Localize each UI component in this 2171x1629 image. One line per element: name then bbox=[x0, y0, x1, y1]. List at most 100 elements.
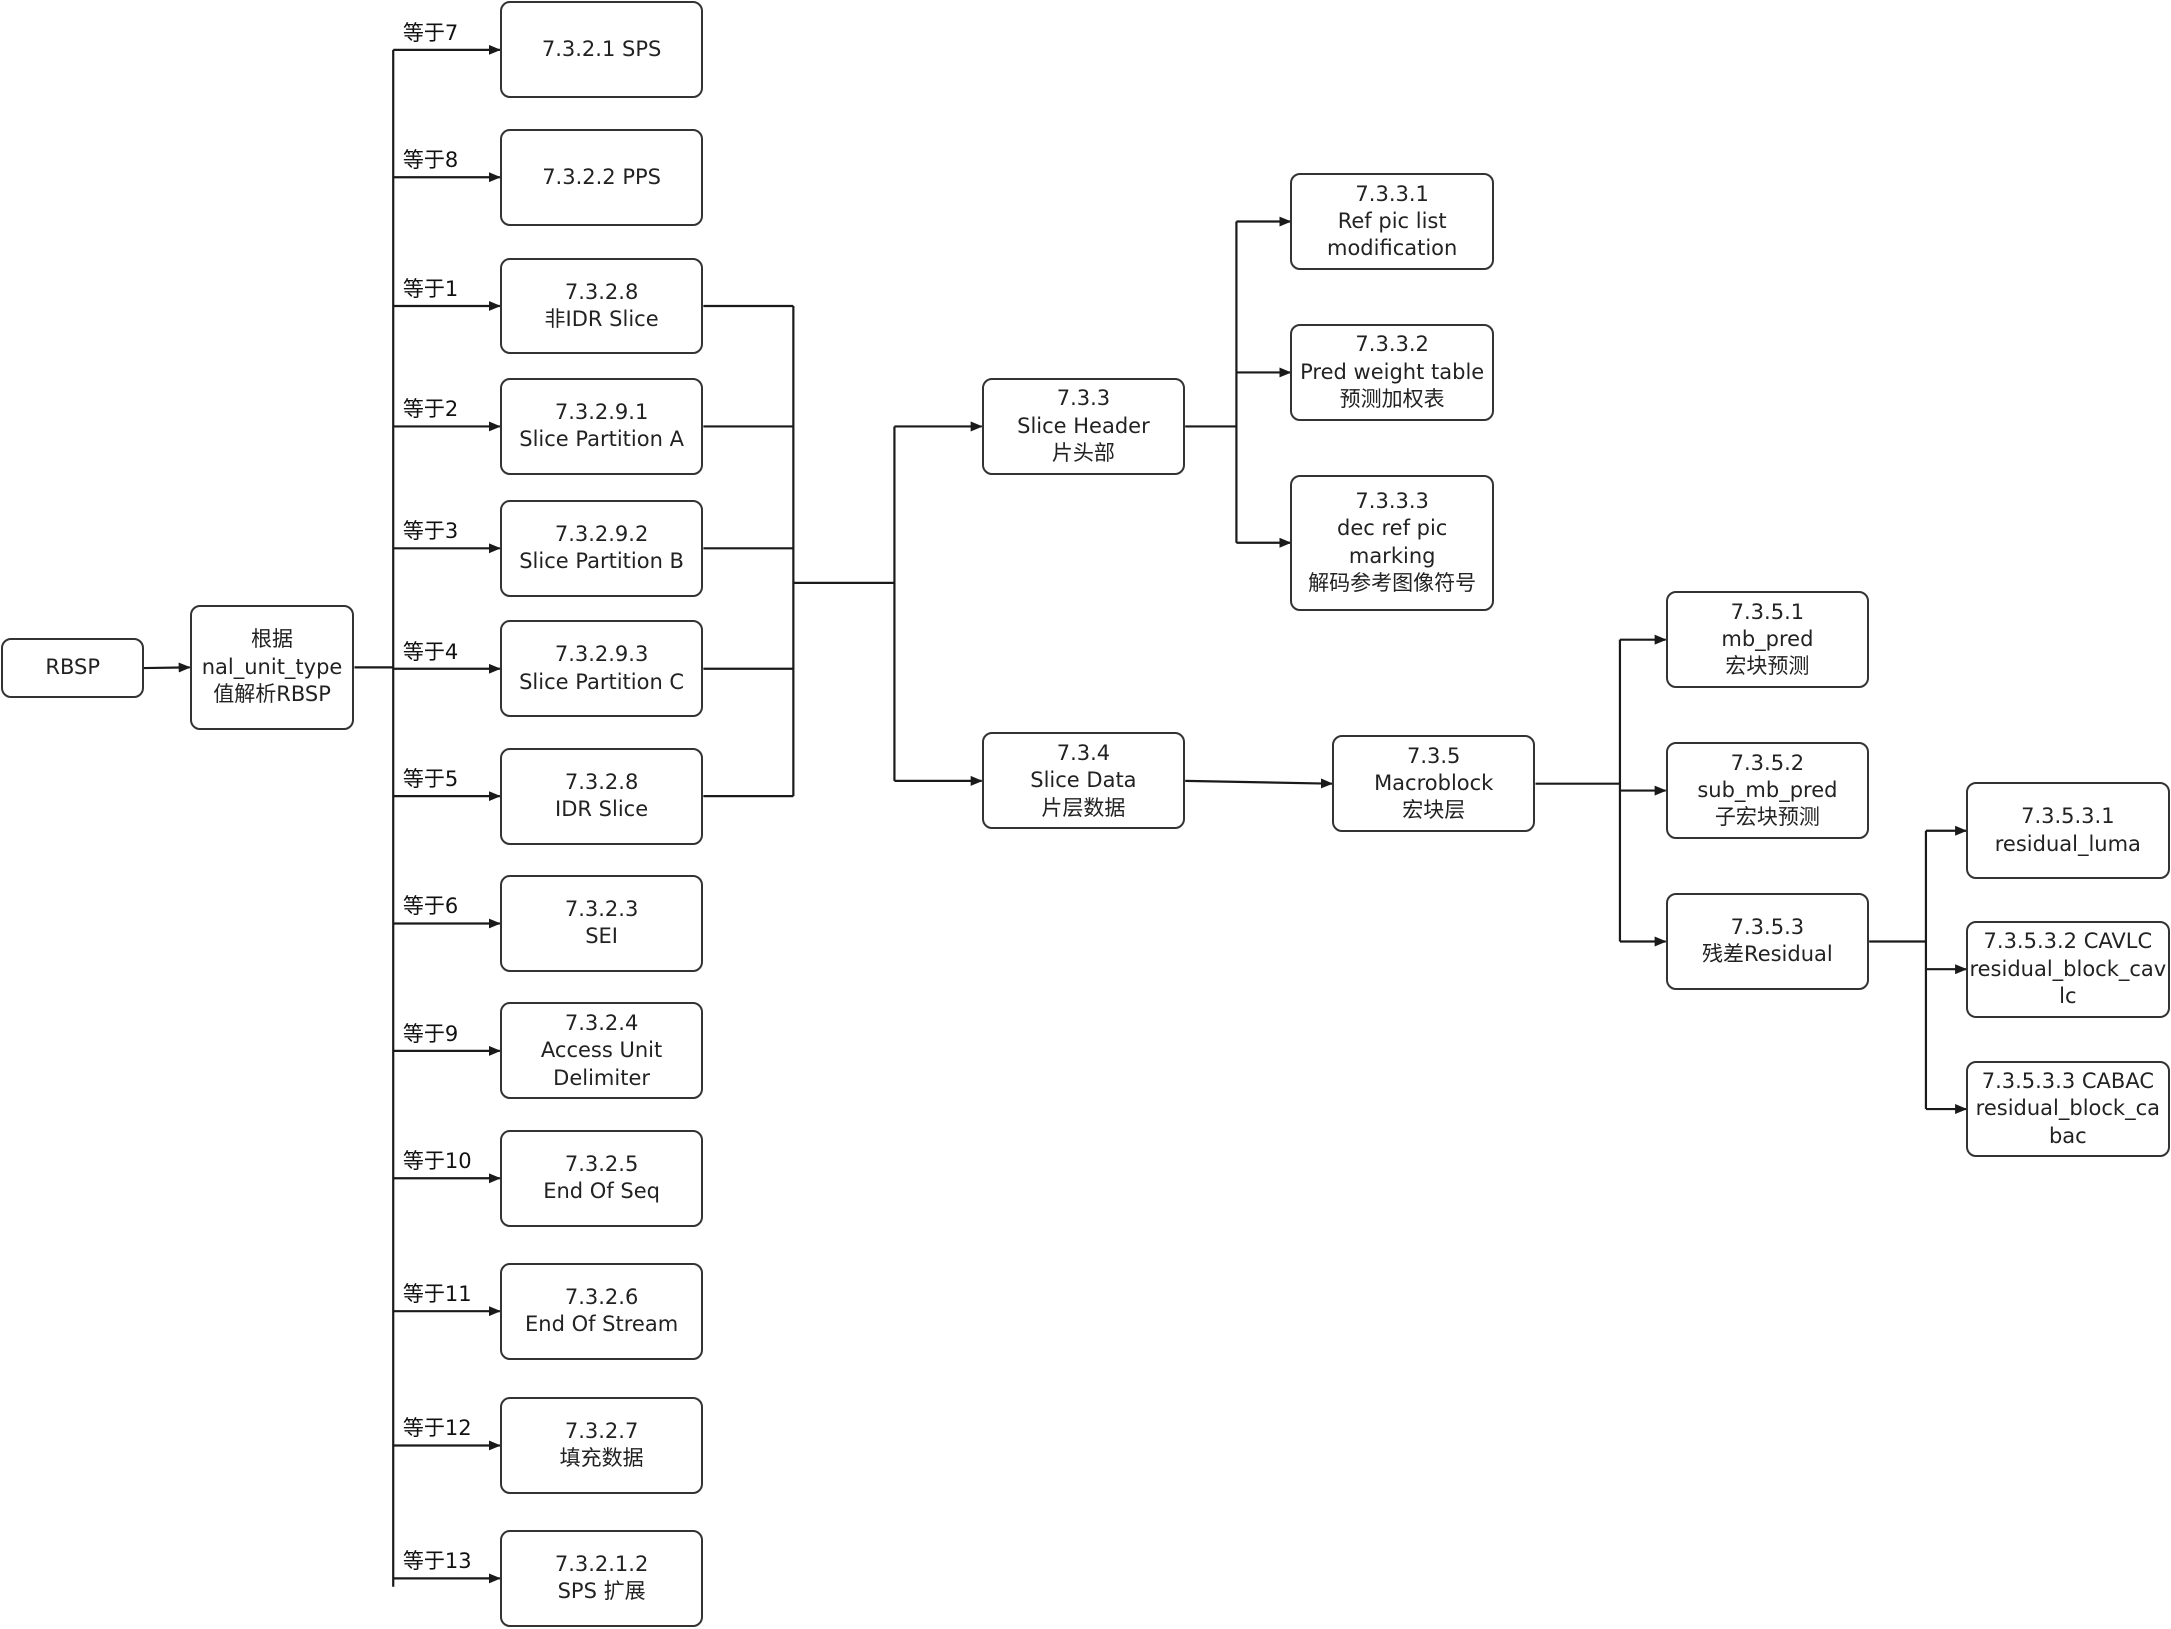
edge-label-slice-partition-b: 等于3 bbox=[402, 519, 459, 544]
edge-label-slice-partition-a: 等于2 bbox=[402, 397, 459, 422]
node-text-line: 7.3.5.2 bbox=[1730, 750, 1805, 775]
node-text-line: 7.3.2.9.3 bbox=[554, 642, 649, 667]
node-text-line: 宏块预测 bbox=[1725, 654, 1810, 679]
node-text-line: 7.3.3.2 bbox=[1355, 332, 1429, 357]
node-text-line: 解码参考图像符号 bbox=[1308, 571, 1477, 596]
node-text-line: 7.3.2.9.1 bbox=[554, 400, 649, 425]
node-text-line: lc bbox=[2059, 983, 2077, 1008]
edge-label-idr-slice: 等于5 bbox=[402, 766, 459, 791]
node-text-line: 7.3.3.3 bbox=[1355, 489, 1429, 514]
edge-label-sei: 等于6 bbox=[402, 894, 459, 919]
node-text-line: 预测加权表 bbox=[1339, 387, 1445, 412]
edge-label-non-idr-slice: 等于1 bbox=[402, 276, 459, 301]
edge-label-slice-partition-c: 等于4 bbox=[402, 639, 459, 664]
node-text-line: 7.3.5.3.2 CAVLC bbox=[1983, 929, 2153, 954]
node-text-line: End Of Seq bbox=[543, 1179, 660, 1204]
node-text-line: RBSP bbox=[45, 655, 100, 680]
edge-to-macroblock bbox=[1185, 778, 1333, 789]
node-text-line: SPS 扩展 bbox=[557, 1579, 646, 1604]
node-text-line: 7.3.2.7 bbox=[564, 1419, 639, 1444]
node-text-line: 7.3.5.3.1 bbox=[2021, 804, 2115, 829]
node-text-line: mb_pred bbox=[1721, 627, 1814, 651]
edge-label-filler-data: 等于12 bbox=[402, 1416, 472, 1441]
node-text-line: 7.3.5 bbox=[1406, 743, 1461, 768]
node-text-line: 7.3.2.1.2 bbox=[554, 1552, 649, 1577]
node-text-line: Slice Header bbox=[1017, 413, 1150, 438]
node-pps: 7.3.2.2 PPS bbox=[499, 128, 704, 226]
node-text-line: Slice Data bbox=[1030, 768, 1137, 793]
node-rbsp: RBSP bbox=[1, 638, 144, 698]
node-text-line: sub_mb_pred bbox=[1697, 777, 1838, 802]
node-text-line: Pred weight table bbox=[1300, 359, 1485, 384]
node-text-line: 7.3.2.1 SPS bbox=[541, 37, 662, 62]
node-text-line: 7.3.5.3.3 CABAC bbox=[1981, 1069, 2154, 1094]
node-text-line: 填充数据 bbox=[559, 1446, 644, 1471]
edge-label-access-unit-delimiter: 等于9 bbox=[402, 1021, 459, 1046]
node-text-line: Ref pic list bbox=[1337, 208, 1447, 233]
node-text-line: 7.3.2.5 bbox=[564, 1151, 639, 1176]
node-text-line: 7.3.5.3 bbox=[1730, 915, 1805, 940]
node-text-line: 7.3.2.9.2 bbox=[554, 521, 649, 546]
node-text-line: Macroblock bbox=[1374, 771, 1494, 795]
node-text-line: 7.3.4 bbox=[1056, 740, 1111, 765]
node-text-line: 7.3.2.3 bbox=[564, 897, 639, 922]
node-text-line: bac bbox=[2048, 1123, 2087, 1148]
edge-label-end-of-stream: 等于11 bbox=[402, 1281, 472, 1306]
node-text-line: Slice Partition A bbox=[519, 427, 684, 452]
edge-rbsp-dispatch bbox=[143, 662, 191, 673]
node-text-line: marking bbox=[1348, 543, 1436, 568]
node-text-line: SEI bbox=[585, 924, 618, 949]
edge-label-sps: 等于7 bbox=[402, 20, 459, 45]
node-text-line: modification bbox=[1327, 236, 1458, 261]
node-text-line: Delimiter bbox=[553, 1065, 651, 1090]
edge-label-sps-extension: 等于13 bbox=[402, 1549, 472, 1574]
node-text-line: 7.3.2.8 bbox=[564, 279, 639, 304]
node-text-line: 子宏块预测 bbox=[1714, 805, 1820, 830]
node-text-line: 7.3.5.1 bbox=[1730, 599, 1805, 624]
node-text-line: dec ref pic bbox=[1337, 516, 1448, 541]
node-mb-pred: 7.3.5.1 mb_pred 宏块预测 bbox=[1665, 591, 1870, 689]
node-text-line: 7.3.2.8 bbox=[564, 769, 639, 794]
node-sps: 7.3.2.1 SPS bbox=[499, 1, 704, 99]
node-text-line: 7.3.3 bbox=[1056, 386, 1111, 411]
node-text-line: 片层数据 bbox=[1041, 795, 1126, 820]
node-text-line: 7.3.2.6 bbox=[564, 1284, 639, 1309]
node-text-line: residual_block_cav bbox=[1969, 956, 2167, 981]
node-text-line: 宏块层 bbox=[1402, 798, 1466, 823]
node-text-line: IDR Slice bbox=[555, 797, 649, 822]
node-text-line: residual_block_ca bbox=[1975, 1096, 2161, 1121]
node-text-line: 残差Residual bbox=[1702, 942, 1833, 967]
node-text-line: nal_unit_type bbox=[201, 654, 343, 679]
node-text-line: Slice Partition B bbox=[519, 549, 684, 574]
node-text-line: residual_luma bbox=[1994, 831, 2141, 856]
node-text-line: 7.3.2.2 PPS bbox=[542, 164, 661, 189]
node-text-line: 非IDR Slice bbox=[544, 306, 659, 331]
node-text-line: Access Unit bbox=[540, 1038, 663, 1063]
node-text-line: 7.3.2.4 bbox=[564, 1010, 639, 1035]
node-text-line: 片头部 bbox=[1051, 441, 1115, 466]
